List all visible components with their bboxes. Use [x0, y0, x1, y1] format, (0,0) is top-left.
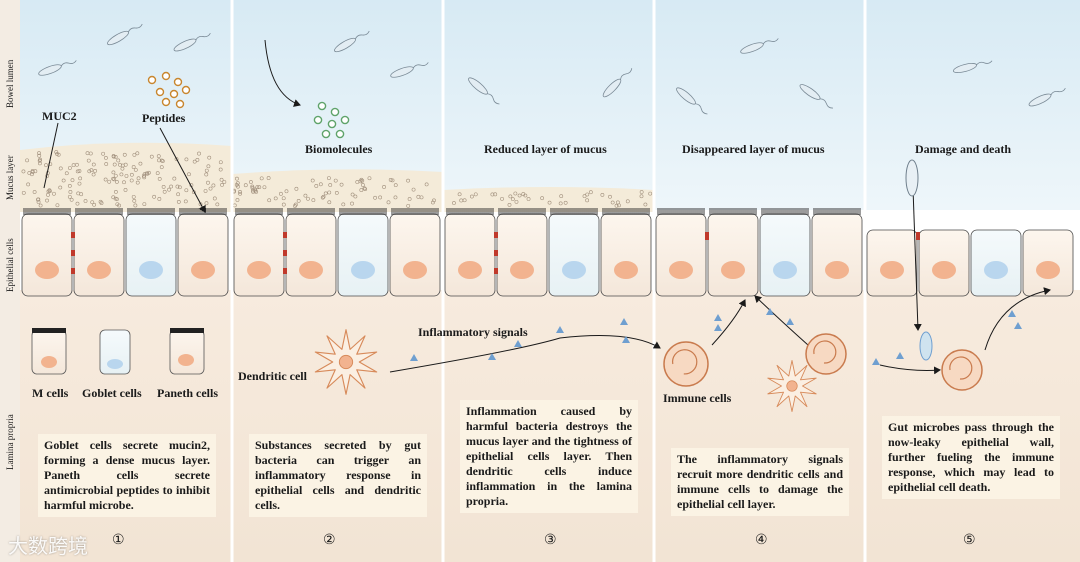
tight-junction [494, 268, 498, 274]
cell-nucleus [139, 261, 163, 279]
panel-3-description: Inflammation caused by harmful bacteria … [460, 400, 638, 513]
panel-number-5: ⑤ [963, 533, 976, 548]
cell-type-legend [32, 328, 204, 374]
cell-nucleus [984, 261, 1008, 279]
goblet-cell-icon [100, 330, 130, 374]
cell-nucleus [458, 261, 482, 279]
epithelial-cell [390, 214, 440, 296]
tight-junction [283, 268, 287, 274]
epithelial-cell [286, 214, 336, 296]
cell-nucleus [191, 261, 215, 279]
label-peptides: Peptides [142, 111, 186, 125]
label-m-cells: M cells [32, 386, 69, 400]
label-biomolecules: Biomolecules [305, 142, 373, 156]
label-dendritic-cell: Dendritic cell [238, 369, 308, 383]
epithelial-cell [708, 214, 758, 296]
panel-number-1: ① [112, 533, 125, 548]
panel-2-description: Substances secreted by gut bacteria can … [249, 434, 427, 517]
cell-nucleus [510, 261, 534, 279]
tight-junction [494, 250, 498, 256]
cell-nucleus [403, 261, 427, 279]
cell-nucleus [773, 261, 797, 279]
label-muc2: MUC2 [42, 109, 77, 123]
label-reduced-mucus: Reduced layer of mucus [484, 142, 607, 156]
label-paneth-cells: Paneth cells [157, 386, 218, 400]
epithelial-cell [338, 214, 388, 296]
layer-label-epithelial-cells: Epithelial cells [5, 238, 15, 292]
panel-number-2: ② [323, 533, 336, 548]
label-inflammatory-signals: Inflammatory signals [418, 325, 528, 339]
panel-number-4: ④ [755, 533, 768, 548]
tight-junction [71, 268, 75, 274]
m-cell-icon [32, 328, 66, 374]
label-immune-cells: Immune cells [663, 391, 732, 405]
epithelial-cell [601, 214, 651, 296]
label-goblet-cells: Goblet cells [82, 386, 142, 400]
epithelial-cell [126, 214, 176, 296]
epithelial-cell [812, 214, 862, 296]
immune-cell-icon [806, 334, 846, 374]
tight-junction [705, 232, 709, 240]
cell-nucleus [880, 261, 904, 279]
watermark: 大数跨境 [8, 530, 88, 559]
panel-1-description: Goblet cells secrete mucin2, forming a d… [38, 434, 216, 517]
epithelial-cell [234, 214, 284, 296]
panel-number-3: ③ [544, 533, 557, 548]
label-damage-death: Damage and death [915, 142, 1011, 156]
epithelial-cell [656, 214, 706, 296]
cell-nucleus [1036, 261, 1060, 279]
cell-nucleus [247, 261, 271, 279]
epithelial-cell [178, 214, 228, 296]
label-disappeared-mucus: Disappeared layer of mucus [682, 142, 825, 156]
layer-label-lamina-propria: Lamina propria [5, 414, 15, 470]
tight-junction [494, 232, 498, 238]
epithelial-cell [74, 214, 124, 296]
cell-nucleus [721, 261, 745, 279]
epithelial-cell [445, 214, 495, 296]
cell-nucleus [669, 261, 693, 279]
mucus-layer-panel-2 [232, 169, 443, 212]
epithelial-cell [22, 214, 72, 296]
tight-junction [916, 232, 920, 240]
cell-nucleus [562, 261, 586, 279]
tight-junction [283, 250, 287, 256]
paneth-cell-icon [170, 328, 204, 374]
panel-5-description: Gut microbes pass through the now-leaky … [882, 416, 1060, 499]
layer-label-mucus-layer: Mucus layer [5, 155, 15, 200]
tight-junction [283, 232, 287, 238]
cell-nucleus [825, 261, 849, 279]
cell-nucleus [614, 261, 638, 279]
epithelial-cell [497, 214, 547, 296]
panel-4-description: The inflammatory signals recruit more de… [671, 448, 849, 516]
epithelial-cell [549, 214, 599, 296]
immune-cell-icon [664, 342, 708, 386]
cell-nucleus [351, 261, 375, 279]
epithelial-cell [760, 214, 810, 296]
tight-junction [71, 232, 75, 238]
cell-nucleus [35, 261, 59, 279]
cell-nucleus [932, 261, 956, 279]
immune-cell-icon [942, 350, 982, 390]
tight-junction [71, 250, 75, 256]
layer-label-bowel-lumen: Bowel lumen [5, 59, 15, 108]
cell-nucleus [299, 261, 323, 279]
cell-nucleus [87, 261, 111, 279]
